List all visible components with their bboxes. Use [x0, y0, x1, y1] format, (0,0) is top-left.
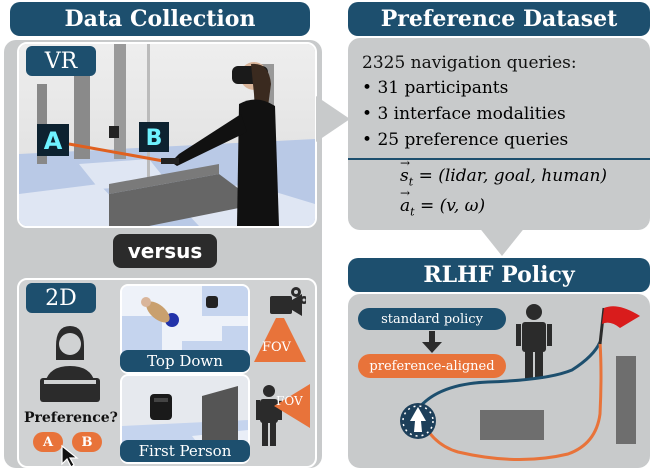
dataset-bullet: • 25 preference queries	[362, 130, 569, 150]
connector-arrow-right	[316, 96, 350, 142]
dataset-bullet: • 3 interface modalities	[362, 104, 566, 124]
option-a-button[interactable]: A	[33, 432, 63, 452]
preference-question: Preference?	[24, 410, 118, 426]
preference-dataset-title: Preference Dataset	[380, 6, 618, 32]
svg-text:B: B	[146, 126, 163, 151]
obstacle-block	[480, 410, 544, 440]
svg-text:A: A	[44, 127, 63, 155]
fov-cone-top	[254, 318, 306, 362]
dataset-bullets: • 31 participants • 3 interface modaliti…	[362, 78, 568, 156]
goal-flag-icon	[598, 306, 640, 345]
connector-arrow-down	[478, 226, 526, 256]
action-equation: → at = (v, ω)	[400, 186, 486, 219]
state-equation: → st = (lidar, goal, human)	[400, 156, 608, 189]
top-down-caption: Top Down	[120, 350, 250, 372]
standard-policy-path	[416, 341, 602, 410]
robot-icon	[400, 403, 436, 439]
down-arrow-icon	[422, 331, 442, 353]
dataset-summary: 2325 navigation queries:	[362, 53, 577, 73]
preference-dataset-panel	[348, 38, 650, 230]
option-b-button[interactable]: B	[72, 432, 102, 452]
obstacle-wall	[616, 356, 636, 444]
human-icon	[516, 304, 552, 379]
user-laptop-icon	[40, 326, 100, 402]
cursor-icon	[61, 444, 79, 468]
preference-aligned-label: preference-aligned	[358, 354, 506, 378]
rlhf-policy-header: RLHF Policy	[348, 258, 650, 292]
rlhf-scene	[400, 304, 640, 462]
preference-dataset-header: Preference Dataset	[348, 2, 650, 36]
fov-label-bottom: FOV	[276, 394, 303, 408]
first-person-caption: First Person	[120, 440, 250, 462]
data-collection-header: Data Collection	[10, 2, 310, 36]
versus-badge: versus	[113, 234, 217, 268]
standard-policy-label: standard policy	[358, 308, 506, 330]
dataset-bullet: • 31 participants	[362, 78, 509, 98]
preference-aligned-path	[416, 341, 603, 462]
rlhf-policy-title: RLHF Policy	[423, 262, 575, 288]
data-collection-title: Data Collection	[64, 6, 256, 32]
camera-icon	[270, 287, 306, 316]
dataset-divider	[348, 158, 650, 160]
twod-label: 2D	[26, 283, 96, 313]
vr-label: VR	[26, 46, 96, 76]
standing-person-icon	[256, 385, 282, 446]
fov-label-top: FOV	[262, 340, 291, 355]
fov-cone-bottom	[274, 384, 310, 428]
